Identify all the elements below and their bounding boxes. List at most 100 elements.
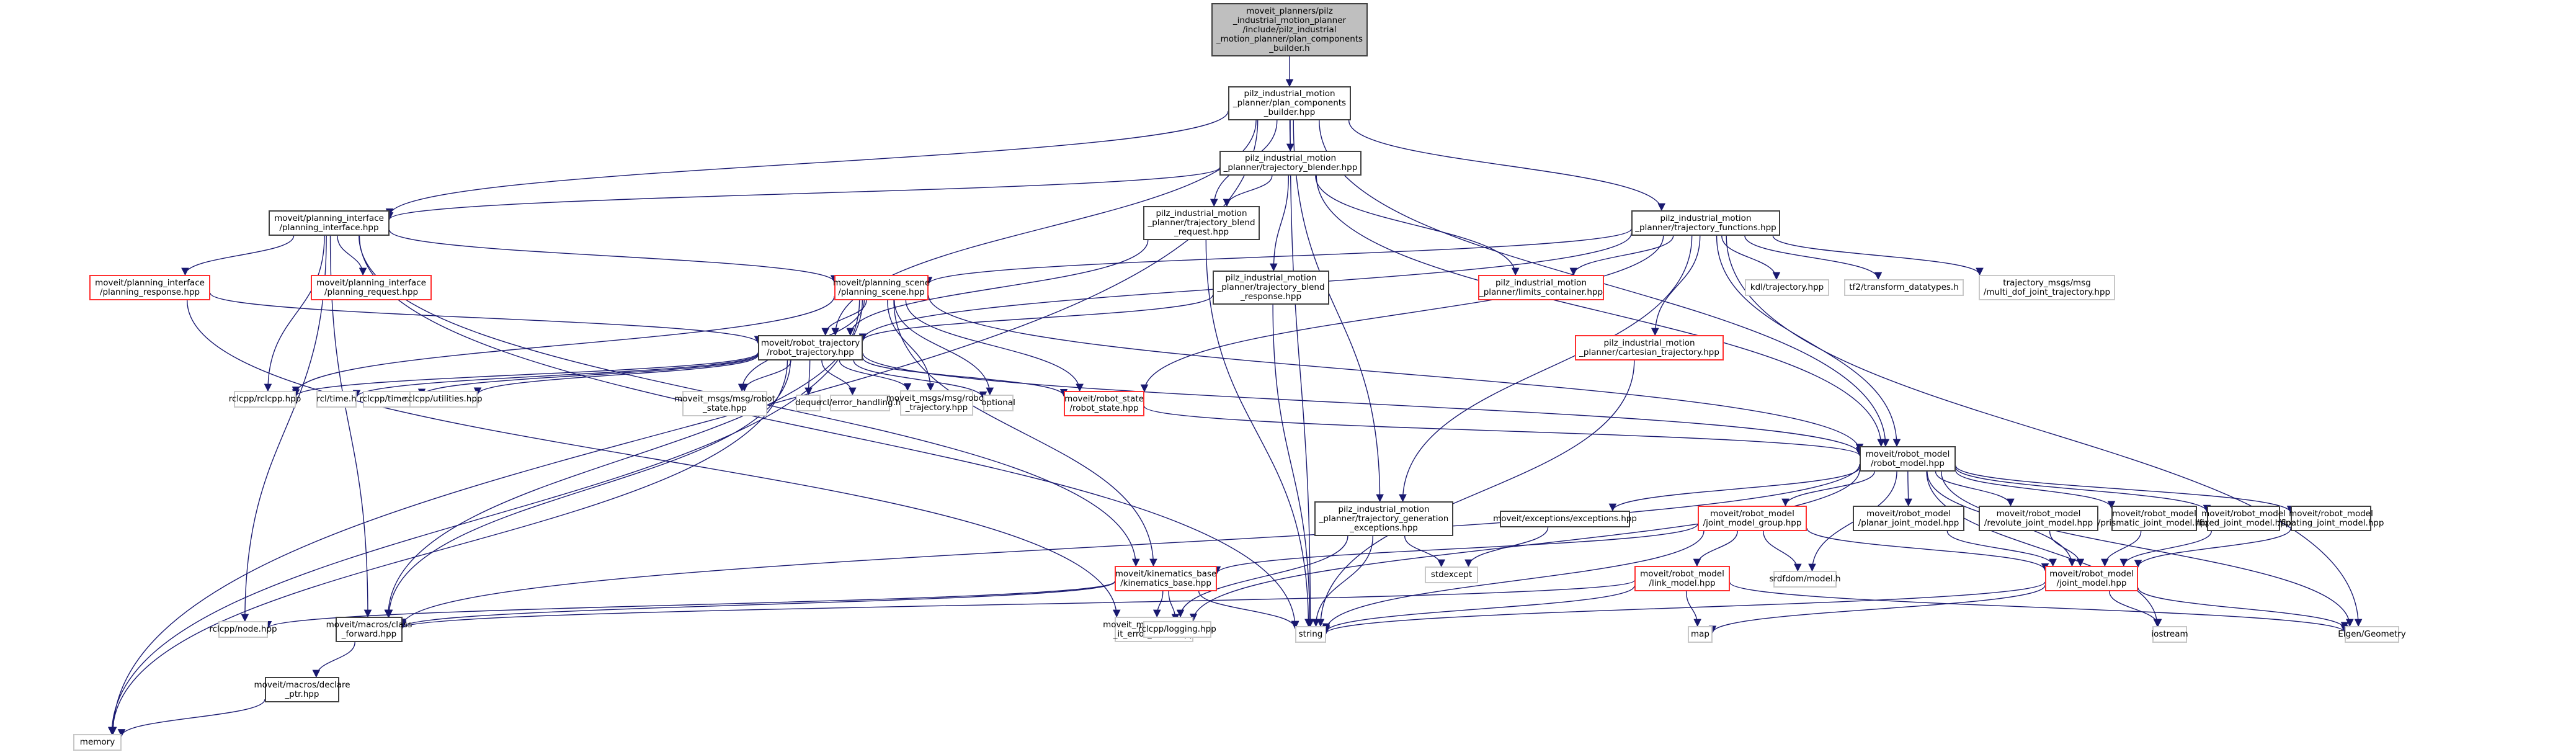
node-root[interactable]: moveit_planners/pilz _industrial_motion_… (1211, 3, 1368, 56)
node-string[interactable]: string (1295, 626, 1326, 643)
node-label: rclcpp/node.hpp (209, 624, 277, 634)
node-label: moveit_msgs/msg/robot _trajectory.hpp (886, 393, 987, 413)
edge-ps-to-rm (928, 295, 1864, 452)
edge-ct-to-string (1316, 360, 1635, 627)
edge-rm-to-iostream (1926, 471, 2162, 627)
node-moveit-exceptions[interactable]: moveit/exceptions/exceptions.hpp (1493, 511, 1637, 527)
node-label: Eigen/Geometry (2338, 629, 2406, 639)
node-label: rcl/time.h (316, 394, 357, 404)
edge-rt-to-rm (862, 352, 1864, 455)
node-limits-container[interactable]: pilz_industrial_motion _planner/limits_c… (1478, 275, 1604, 300)
edge-pi-to-presp (181, 235, 295, 276)
edge-tb-to-tbreq (1223, 175, 1273, 207)
node-rclcpp[interactable]: rclcpp/rclcpp.hpp (229, 391, 301, 408)
node-label: map (1691, 629, 1709, 639)
node-label: moveit_planners/pilz _industrial_motion_… (1216, 6, 1363, 53)
node-iostream[interactable]: iostream (2151, 626, 2188, 643)
node-plan-components-builder[interactable]: pilz_industrial_motion _planner/plan_com… (1228, 86, 1351, 120)
node-planar-joint-model[interactable]: moveit/robot_model /planar_joint_model.h… (1853, 506, 1964, 531)
node-robot-state[interactable]: moveit/robot_state /robot_state.hpp (1064, 391, 1144, 416)
edge-rm-to-eigen (1941, 471, 2354, 627)
node-label: pilz_industrial_motion _planner/trajecto… (1223, 153, 1358, 172)
edge-rm-to-exc (1608, 467, 1860, 512)
node-label: moveit/robot_model /joint_model.hpp (2049, 568, 2134, 588)
node-prismatic-joint-model[interactable]: moveit/robot_model /prismatic_joint_mode… (2098, 506, 2211, 531)
node-memory[interactable]: memory (73, 734, 122, 751)
edge-pi-to-preq (337, 235, 367, 276)
node-kinematics-base[interactable]: moveit/kinematics_base /kinematics_base.… (1115, 566, 1217, 591)
node-label: trajectory_msgs/msg /multi_dof_joint_tra… (1983, 277, 2111, 297)
node-label: pilz_industrial_motion _planner/plan_com… (1232, 89, 1347, 117)
node-floating-joint-model[interactable]: moveit/robot_model /floating_joint_model… (2278, 506, 2384, 531)
node-multi-dof-joint-trajectory[interactable]: trajectory_msgs/msg /multi_dof_joint_tra… (1979, 275, 2115, 300)
node-trajectory-blend-response[interactable]: pilz_industrial_motion _planner/trajecto… (1213, 271, 1329, 305)
node-label: moveit/robot_model /prismatic_joint_mode… (2097, 508, 2211, 528)
node-eigen-geometry[interactable]: Eigen/Geometry (2338, 626, 2406, 643)
edge-rm-to-prismatic (1955, 470, 2116, 509)
node-rclcpp-utilities[interactable]: rclcpp/utilities.hpp (405, 391, 483, 408)
edge-planar-to-jm (1946, 530, 2057, 567)
node-stdexcept[interactable]: stdexcept (1425, 566, 1478, 583)
edge-jmg-to-string (1322, 530, 1705, 632)
edge-pi-to-node (241, 235, 327, 622)
node-srdfdom-model[interactable]: srdfdom/model.h (1769, 571, 1841, 588)
node-kdl-trajectory[interactable]: kdl/trajectory.hpp (1745, 279, 1829, 296)
edge-cf-to-dp (312, 642, 355, 678)
node-link-model[interactable]: moveit/robot_model /link_model.hpp (1634, 566, 1730, 591)
edge-dp-to-memory (117, 699, 265, 737)
node-planning-interface[interactable]: moveit/planning_interface /planning_inte… (269, 210, 390, 236)
node-trajectory-blender[interactable]: pilz_industrial_motion _planner/trajecto… (1219, 151, 1362, 176)
node-trajectory-functions[interactable]: pilz_industrial_motion _planner/trajecto… (1631, 210, 1780, 236)
node-deque[interactable]: deque (795, 395, 821, 411)
edge-tbreq-to-string (1205, 239, 1313, 627)
edge-rm-to-floating (1955, 465, 2295, 514)
node-moveit-msgs-robot-state[interactable]: moveit_msgs/msg/robot _state.hpp (674, 391, 775, 416)
node-fixed-joint-model[interactable]: moveit/robot_model /fixed_joint_model.hp… (2196, 506, 2291, 531)
node-rclcpp-node[interactable]: rclcpp/node.hpp (209, 621, 277, 638)
node-rcl-error-handling[interactable]: rcl/error_handling.h (819, 395, 901, 411)
node-optional[interactable]: optional (981, 395, 1015, 411)
edge-tb-to-lc (1315, 175, 1520, 276)
edge-ps-to-rclcpp (292, 296, 835, 395)
node-label: moveit/macros/class _forward.hpp (326, 619, 412, 639)
node-trajectory-generation-exceptions[interactable]: pilz_industrial_motion _planner/trajecto… (1314, 501, 1453, 536)
node-label: moveit/planning_interface /planning_resp… (95, 277, 205, 297)
edge-tbresp-to-rt (858, 295, 1213, 342)
edge-fixed-to-jm (2119, 530, 2212, 567)
edge-jmg-to-srdf (1763, 530, 1802, 572)
node-planning-scene[interactable]: moveit/planning_scene /planning_scene.hp… (833, 275, 930, 300)
node-rclcpp-logging[interactable]: rclcpp/logging.hpp (1138, 621, 1216, 638)
node-revolute-joint-model[interactable]: moveit/robot_model /revolute_joint_model… (1979, 506, 2098, 531)
edge-kb-to-cf (399, 581, 1115, 629)
node-robot-trajectory[interactable]: moveit/robot_trajectory /robot_trajector… (758, 335, 863, 360)
node-moveit-msgs-robot-trajectory[interactable]: moveit_msgs/msg/robot _trajectory.hpp (886, 390, 987, 416)
node-declare-ptr[interactable]: moveit/macros/declare _ptr.hpp (254, 677, 350, 702)
node-label: moveit/macros/declare _ptr.hpp (254, 679, 350, 699)
edge-tb-to-pi (386, 167, 1220, 220)
node-tf2-transform-datatypes[interactable]: tf2/transform_datatypes.h (1844, 279, 1964, 296)
edge-rt-to-err (821, 360, 857, 396)
node-label: rclcpp/rclcpp.hpp (228, 394, 301, 404)
node-cartesian-trajectory[interactable]: pilz_industrial_motion _planner/cartesia… (1575, 335, 1724, 360)
node-label: stdexcept (1430, 570, 1473, 580)
edge-ps-to-optional (894, 300, 994, 396)
edge-pi-to-rclcpp (264, 235, 325, 392)
edge-rt-to-util (473, 355, 759, 396)
node-joint-model[interactable]: moveit/robot_model /joint_model.hpp (2045, 566, 2138, 591)
node-rcl-time[interactable]: rcl/time.h (316, 391, 357, 408)
node-trajectory-blend-request[interactable]: pilz_industrial_motion _planner/trajecto… (1143, 206, 1260, 240)
node-planning-request[interactable]: moveit/planning_interface /planning_requ… (311, 275, 432, 300)
node-planning-response[interactable]: moveit/planning_interface /planning_resp… (89, 275, 210, 300)
node-class-forward[interactable]: moveit/macros/class _forward.hpp (326, 617, 412, 642)
edge-rt-to-memory (109, 360, 788, 735)
node-label: rclcpp/utilities.hpp (404, 394, 483, 404)
edge-lm-to-string (1322, 585, 1635, 633)
node-map[interactable]: map (1688, 626, 1713, 643)
edge-pcb-to-string (1290, 120, 1314, 627)
node-joint-model-group[interactable]: moveit/robot_model /joint_model_group.hp… (1698, 506, 1807, 531)
node-label: moveit/kinematics_base /kinematics_base.… (1115, 568, 1217, 588)
node-label: string (1298, 629, 1323, 639)
node-robot-model[interactable]: moveit/robot_model /robot_model.hpp (1860, 446, 1956, 472)
edge-tge-to-stdexcept (1404, 535, 1446, 568)
node-label: moveit/robot_model /revolute_joint_model… (1984, 508, 2093, 528)
